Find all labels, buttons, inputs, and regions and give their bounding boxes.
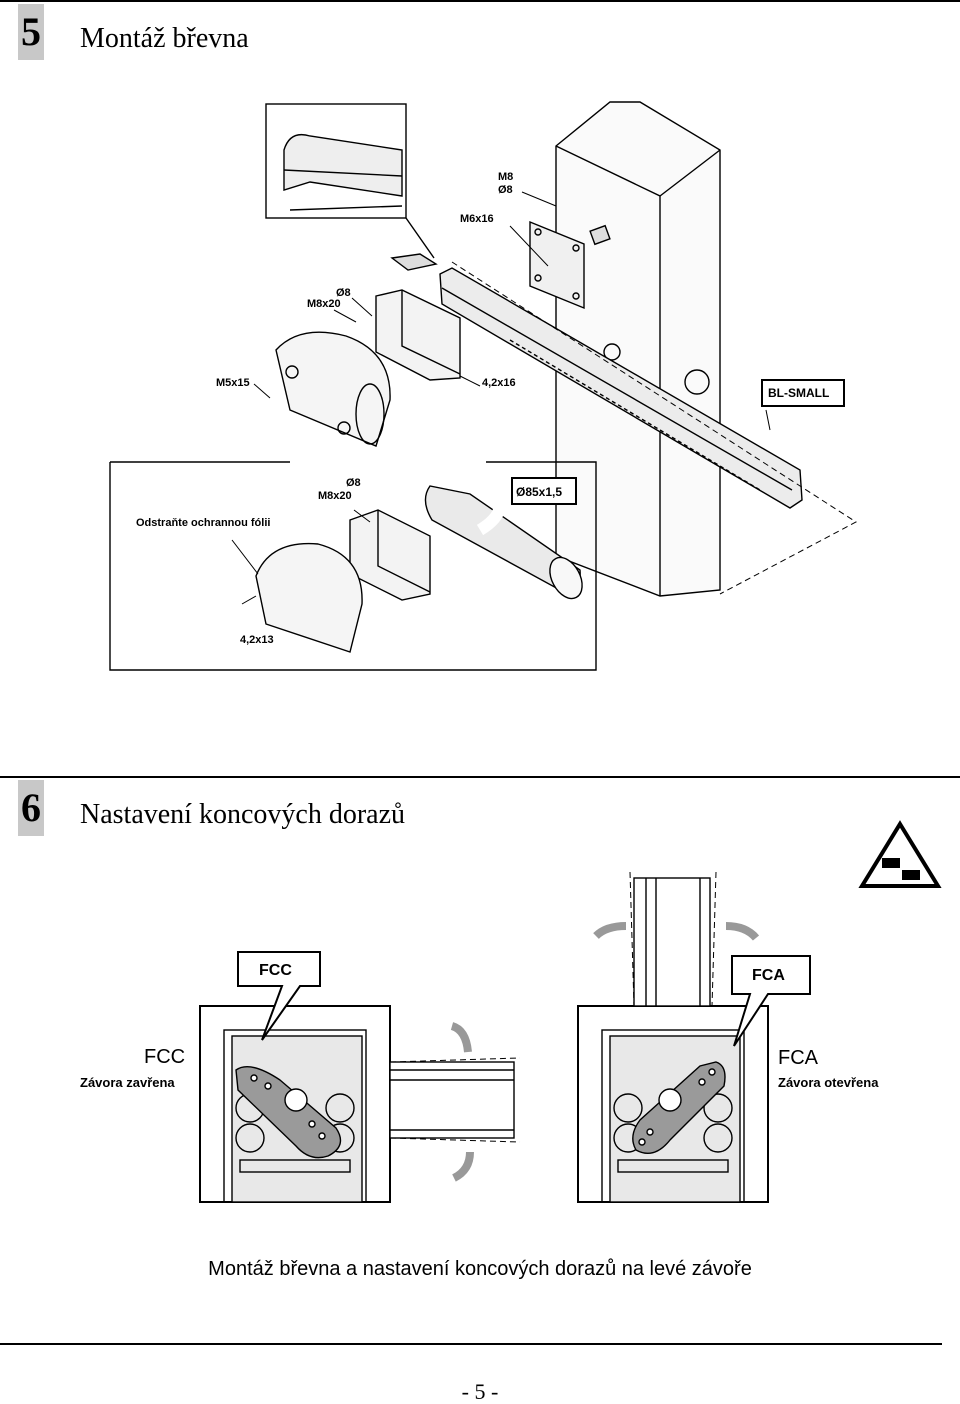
label-m8x20-inset: M8x20: [318, 490, 352, 502]
fca-sub-label: Závora otevřena: [778, 1075, 879, 1090]
label-remove-foil: Odstraňte ochrannou fólii: [136, 517, 270, 529]
fcc-label: FCC: [144, 1046, 185, 1068]
label-d8-mid: Ø8: [336, 287, 351, 299]
label-screw-42x13: 4,2x13: [240, 634, 274, 646]
section-title: Nastavení koncových dorazů: [80, 799, 405, 830]
figure-caption: Montáž břevna a nastavení koncových dora…: [208, 1258, 752, 1280]
limit-switch-figure: FCC FCA FCC Závora zavřena FCA Závora ot…: [80, 820, 942, 1203]
section-6-header: 6 Nastavení koncových dorazů: [0, 776, 960, 846]
footer-rule: [0, 1343, 942, 1345]
section-title: Montáž břevna: [80, 23, 249, 54]
label-d8-inset: Ø8: [346, 477, 361, 489]
fca-label: FCA: [778, 1047, 819, 1069]
label-screw-42x16: 4,2x16: [482, 377, 516, 389]
page-number: - 5 -: [461, 1379, 499, 1404]
fcc-callout: FCC: [259, 962, 292, 979]
section-rule: [0, 776, 960, 778]
fca-callout: FCA: [752, 967, 785, 984]
label-d85: Ø85x1,5: [516, 485, 562, 499]
label-m8x20-mid: M8x20: [307, 298, 341, 310]
section-number: 5: [18, 4, 44, 60]
label-d8-top: Ø8: [498, 184, 513, 196]
label-m5x15: M5x15: [216, 377, 250, 389]
section-rule: [0, 0, 960, 2]
beam-assembly-figure: M8 Ø8 M6x16 Ø8 M8x20 M5x15 4,2x16 BL-SMA…: [109, 101, 857, 671]
section-number: 6: [18, 780, 44, 836]
label-m8: M8: [498, 171, 513, 183]
label-m6x16: M6x16: [460, 213, 494, 225]
fcc-sub-label: Závora zavřena: [80, 1075, 175, 1090]
section-5-header: 5 Montáž břevna: [0, 0, 960, 70]
label-bl-small: BL-SMALL: [768, 386, 829, 400]
crush-hazard-icon: [858, 820, 942, 888]
